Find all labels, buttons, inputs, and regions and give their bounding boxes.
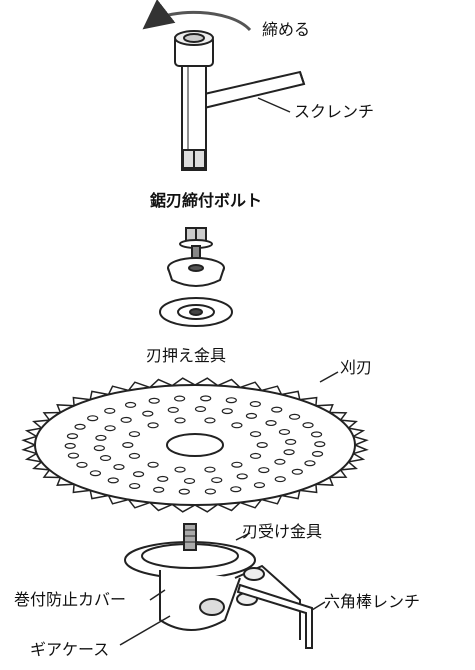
- blade-hole: [76, 461, 88, 468]
- blade-hole: [245, 412, 258, 419]
- blade-hole: [95, 434, 107, 441]
- blade-hole: [230, 486, 242, 493]
- blade-hole: [249, 431, 262, 438]
- blade-hole: [167, 406, 179, 413]
- blade-hole: [211, 477, 223, 484]
- blade-hole: [157, 475, 169, 482]
- blade-hole: [271, 406, 283, 413]
- blade-hole: [148, 397, 160, 404]
- blade-label: 刈刃: [340, 358, 373, 377]
- blade-hole: [122, 442, 134, 449]
- blade-hole: [120, 416, 132, 423]
- blade-hole: [87, 415, 99, 422]
- blade-hole: [67, 452, 80, 459]
- blade-hole: [283, 449, 295, 456]
- blade-hole: [304, 460, 316, 467]
- blade-hole: [132, 471, 145, 478]
- blade-hole: [231, 461, 243, 468]
- blade-hole: [310, 431, 323, 438]
- blade-holder-label: 刃押え金具: [146, 346, 227, 365]
- blade-hole: [129, 482, 141, 489]
- gear-case-illustration: [119, 523, 326, 649]
- blade-hole: [174, 395, 186, 402]
- blade-hole: [74, 423, 86, 430]
- blade-hole: [258, 467, 270, 474]
- anti-wrap-cover-label: 巻付防止カバー: [14, 590, 127, 609]
- blade-hole: [311, 450, 324, 457]
- blade-hole: [249, 452, 262, 459]
- tighten-arrow-icon: [142, 0, 252, 32]
- box-wrench-illustration: [142, 0, 306, 171]
- blade-hole: [99, 455, 112, 462]
- blade-hole: [204, 488, 216, 495]
- blade-hole: [89, 470, 102, 477]
- blade-hole: [178, 488, 190, 495]
- blade-hole: [253, 482, 266, 489]
- blade-hole: [147, 461, 159, 468]
- blade-hole: [183, 477, 196, 484]
- blade-hole: [285, 438, 297, 445]
- blade-receiver-label: 刃受け金具: [242, 522, 323, 541]
- blade-hole: [174, 417, 186, 424]
- blade-hole: [288, 413, 301, 420]
- blade-hole: [274, 476, 286, 483]
- blade-hole: [113, 463, 125, 470]
- blade-holder-illustration: [159, 257, 233, 327]
- blade-hole: [278, 428, 291, 435]
- blade-hole: [104, 425, 116, 432]
- blade-hole: [274, 458, 286, 465]
- blade-hole: [256, 442, 268, 449]
- blade-hole: [291, 468, 303, 475]
- tighten-label: 締める: [262, 20, 311, 39]
- blade-hole: [194, 406, 207, 413]
- hex-wrench-label: 六角棒レンチ: [324, 592, 421, 611]
- blade-hole: [302, 422, 314, 429]
- blade-hole: [93, 445, 105, 452]
- blade-hole: [147, 422, 159, 429]
- blade-hole: [107, 477, 119, 484]
- blade-hole: [204, 417, 216, 424]
- blade-hole: [128, 452, 141, 459]
- blade-hole: [128, 431, 141, 438]
- box-wrench-label: スクレンチ: [294, 102, 375, 121]
- blade-hole: [265, 420, 277, 427]
- blade-hole: [225, 397, 237, 404]
- blade-hole: [64, 442, 76, 449]
- blade-hole: [66, 433, 79, 440]
- blade-hole: [200, 395, 212, 402]
- blade-hole: [231, 422, 243, 429]
- blade-hole: [142, 410, 154, 417]
- blade-hole: [236, 473, 248, 480]
- blade-hole: [104, 407, 116, 414]
- blade-hole: [153, 486, 165, 493]
- blade-hole: [174, 466, 186, 473]
- saw-blade-illustration: [21, 371, 369, 513]
- gear-case-label: ギアケース: [30, 640, 110, 659]
- blade-hole: [124, 401, 137, 408]
- blade-hole: [204, 466, 216, 473]
- blade-hole: [314, 441, 326, 448]
- blade-bolt-label: 鋸刃締付ボルト: [150, 191, 263, 210]
- blade-hole: [249, 401, 261, 408]
- blade-hole: [221, 408, 233, 415]
